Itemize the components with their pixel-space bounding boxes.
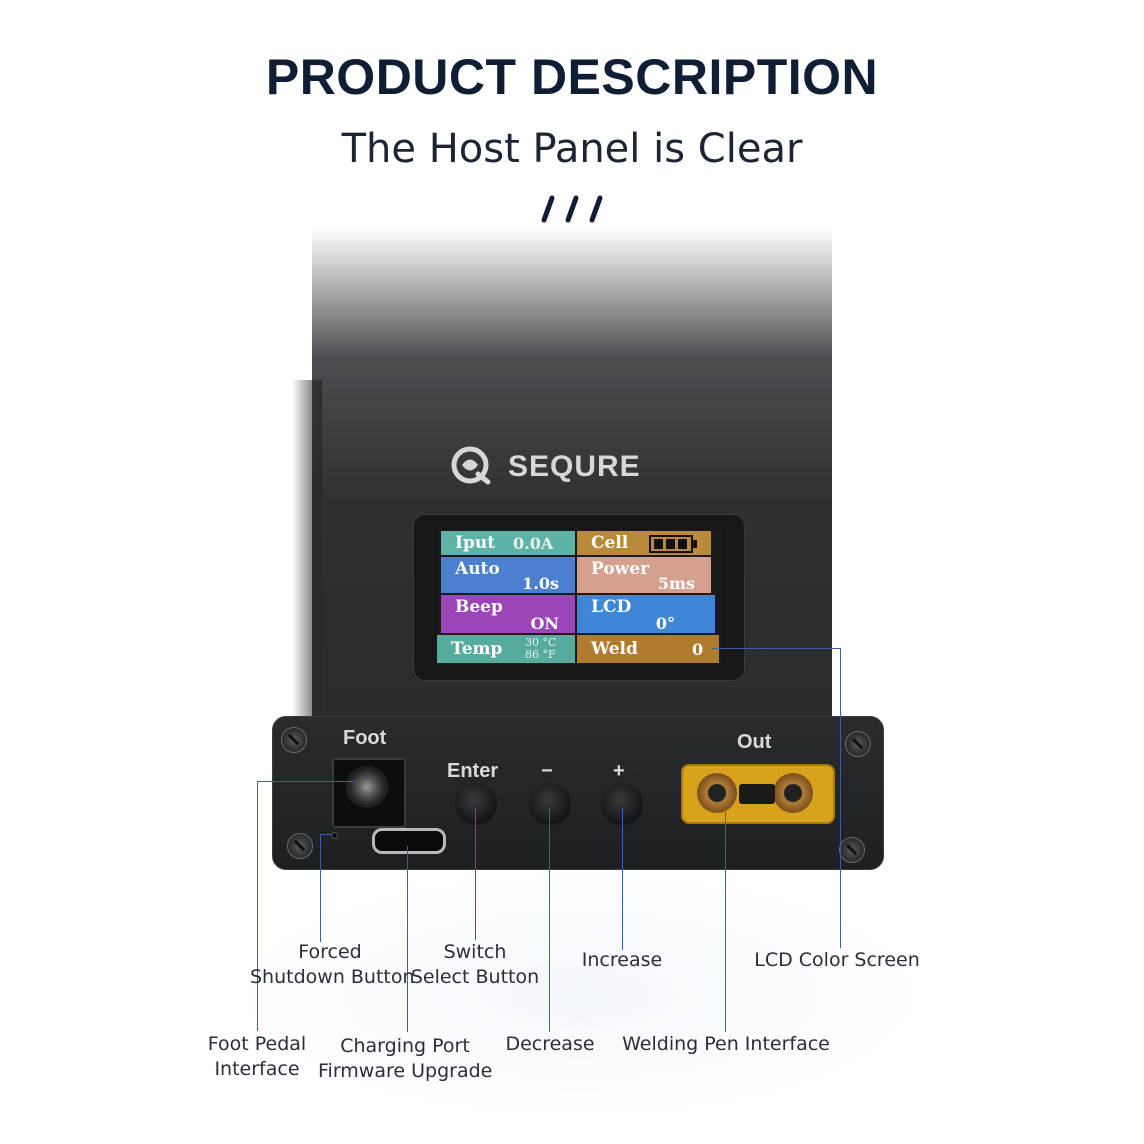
lcd-value-celsius: 30 °C [525, 636, 557, 649]
sequre-logo-icon [451, 446, 491, 485]
forced-shutdown-button[interactable] [331, 832, 338, 839]
leader-enter [475, 808, 476, 940]
label-foot-pedal: Foot Pedal Interface [200, 1032, 314, 1082]
lcd-key: Power [591, 559, 650, 579]
slash-decoration-icon [541, 195, 603, 223]
lcd-value-fahrenheit: 86 °F [525, 648, 556, 661]
leader-shutdown-h [320, 834, 332, 835]
lcd-cell-weld: Weld 0 [577, 635, 719, 663]
label-line: Switch [443, 941, 507, 963]
leader-foot-v [257, 781, 258, 1031]
leader-foot-h [257, 781, 355, 782]
lcd-cell-beep: Beep ON [441, 595, 575, 633]
lcd-value: 0° [655, 614, 675, 633]
lcd-value: 1.0s [522, 574, 559, 593]
device-edge-shade [292, 380, 322, 730]
enter-label: Enter [447, 760, 499, 782]
lcd-key: Temp [451, 639, 503, 659]
lcd-cell-auto: Auto 1.0s [441, 557, 575, 593]
label-switch-select: Switch Select Button [410, 940, 540, 990]
label-line: Foot Pedal [207, 1033, 307, 1055]
label-welding-pen: Welding Pen Interface [622, 1033, 830, 1055]
screw-icon [839, 837, 865, 863]
label-line: Charging Port [340, 1035, 470, 1057]
label-lcd-screen: LCD Color Screen [754, 949, 920, 971]
lcd-cell-cell: Cell [577, 531, 711, 555]
out-label: Out [737, 731, 772, 753]
label-line: Shutdown Button [250, 966, 415, 988]
label-forced-shutdown: Forced Shutdown Button [250, 940, 415, 990]
lcd-key: Iput [455, 533, 496, 553]
label-increase: Increase [581, 949, 663, 971]
label-charging-port: Charging Port Firmware Upgrade [318, 1034, 492, 1084]
xt60-divider [739, 784, 775, 804]
leader-welding [725, 812, 726, 1032]
welding-pen-interface[interactable] [681, 764, 835, 824]
lcd-value: 5ms [657, 574, 695, 593]
foot-label: Foot [343, 727, 387, 749]
decrease-button[interactable] [529, 783, 571, 825]
brand-logo-text: SEQURE [508, 450, 641, 483]
enter-button[interactable] [455, 783, 497, 825]
lcd-value: ON [530, 614, 559, 633]
label-line: Interface [214, 1058, 300, 1080]
leader-lcd-v [840, 648, 841, 948]
battery-icon [649, 535, 697, 553]
lcd-cell-power: Power 5ms [577, 557, 711, 593]
lcd-value: 0.0A [513, 534, 554, 553]
screw-icon [287, 833, 313, 859]
label-decrease: Decrease [505, 1033, 595, 1055]
leader-lcd-h [712, 648, 841, 649]
screw-icon [845, 731, 871, 757]
lcd-cell-iput: Iput 0.0A [441, 531, 575, 555]
leader-shutdown-v [320, 834, 321, 942]
minus-label: − [541, 760, 553, 782]
lcd-key: Auto [455, 559, 500, 579]
leader-increase [622, 808, 623, 950]
leader-decrease [549, 808, 550, 1032]
label-line: Firmware Upgrade [318, 1060, 493, 1082]
lcd-cell-lcd: LCD 0° [577, 595, 715, 633]
leader-charging [407, 846, 408, 1032]
lcd-key: LCD [591, 597, 632, 617]
lcd-key: Cell [591, 533, 629, 553]
page-subtitle: The Host Panel is Clear [341, 126, 803, 172]
lcd-value: 0 [692, 640, 704, 659]
plus-label: + [613, 760, 625, 782]
screw-icon [281, 727, 307, 753]
foot-pedal-jack-pin [346, 766, 388, 808]
xt60-socket-right [773, 773, 813, 813]
label-line: Forced [298, 941, 362, 963]
table-reflection [230, 870, 930, 1120]
lcd-cell-temp: Temp 30 °C 86 °F [437, 635, 575, 663]
lcd-color-screen: Iput 0.0A Cell Auto 1.0s Power 5ms Beep … [437, 529, 721, 666]
page-title: PRODUCT DESCRIPTION [265, 49, 879, 105]
xt60-socket-left [697, 773, 737, 813]
charging-port[interactable] [372, 828, 446, 854]
lcd-key: Beep [455, 597, 503, 617]
label-line: Select Button [410, 966, 540, 988]
lcd-key: Weld [591, 639, 638, 659]
